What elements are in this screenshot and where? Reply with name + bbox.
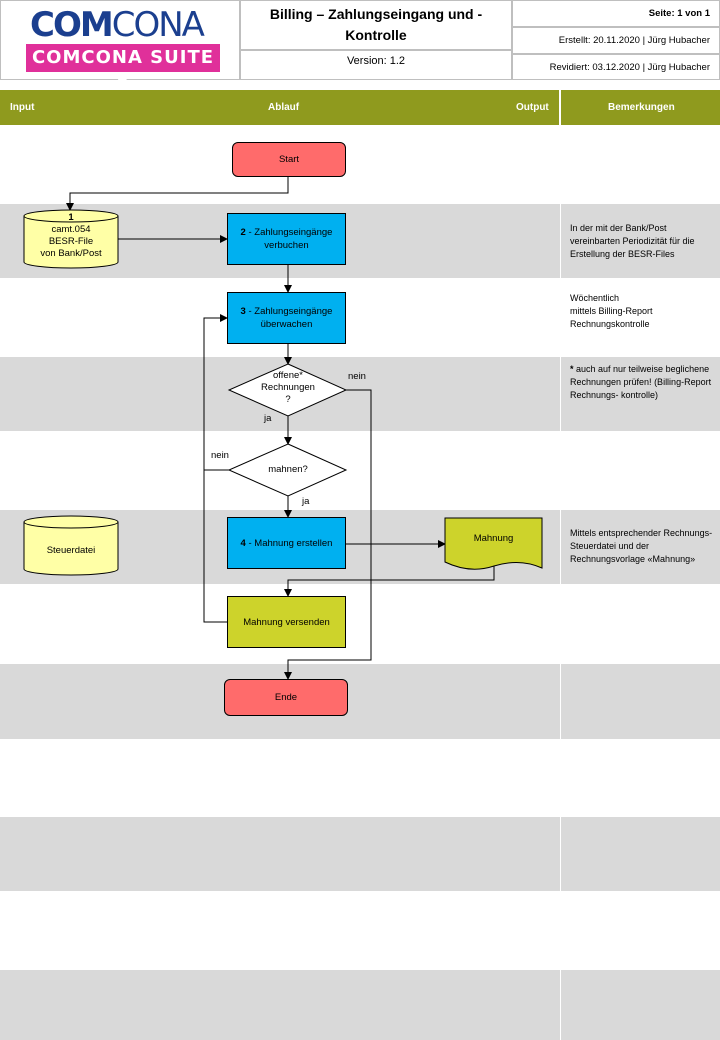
- row-band-12: [0, 970, 560, 1040]
- connector-send-to-loop: [203, 470, 227, 623]
- start-terminal: Start: [232, 142, 346, 177]
- datastore-steuerdatei: [23, 515, 119, 576]
- connector-output-to-send: [284, 566, 495, 597]
- created-info: Erstellt: 20.11.2020 | Jürg Hubacher: [558, 35, 710, 46]
- connector-decision1-no: [284, 389, 372, 680]
- end-terminal: Ende: [224, 679, 348, 716]
- decision-remind: [227, 443, 348, 497]
- page-cell: [512, 0, 720, 27]
- remark-band-12: [561, 970, 720, 1040]
- input-datastore-label: 1 camt.054 BESR-File von Bank/Post: [40, 212, 102, 259]
- column-process: Ablauf: [268, 102, 300, 113]
- remark-step1: In der mit der Bank/Post vereinbarten Pe…: [570, 223, 695, 259]
- output-document-label: Mahnung: [473, 533, 514, 544]
- column-remarks: Bemerkungen: [608, 102, 675, 113]
- remark-band-2: [561, 204, 720, 278]
- remark-band-10: [561, 817, 720, 891]
- decision1-yes-label: ja: [264, 413, 272, 424]
- connector-decision2-no: [203, 314, 229, 471]
- decision2-yes-label: ja: [302, 496, 310, 507]
- decision1-label: offene* Rechnungen ?: [261, 370, 315, 405]
- page-number: Seite: 1 von 1: [648, 8, 710, 19]
- remark-step4: Mittels entsprechender Rechnungs-Steuerd…: [570, 528, 713, 564]
- remarks-column-divider: [560, 125, 561, 1040]
- steuerdatei-label: Steuerdatei: [46, 545, 96, 556]
- datastore-input: [23, 209, 119, 269]
- row-band-10: [0, 817, 560, 891]
- comcona-logo: COMCONA: [30, 5, 205, 45]
- decision1-no-label: nein: [348, 371, 366, 382]
- revised-info: Revidiert: 03.12.2020 | Jürg Hubacher: [549, 62, 710, 73]
- column-output: Output: [516, 102, 549, 113]
- comcona-suite-logo: COMCONA SUITE 5: [26, 44, 220, 96]
- decision-open-invoices: [227, 363, 348, 417]
- column-header-bar: [0, 90, 720, 125]
- revised-cell: [512, 54, 720, 80]
- remark-band-8: [561, 664, 720, 739]
- version-cell: [240, 50, 512, 80]
- document-mahnung: [444, 517, 543, 570]
- decision2-label: mahnen?: [268, 464, 308, 475]
- title-cell: [240, 0, 512, 50]
- send-reminder-process: Mahnung versenden: [227, 596, 346, 648]
- remark-band-4: [561, 357, 720, 431]
- remark-band-6: [561, 510, 720, 584]
- remark-step3: Wöchentlich mittels Billing-Report Rechn…: [570, 293, 653, 329]
- remark-decision: * auch auf nur teilweise beglichene Rech…: [570, 364, 712, 400]
- document-version: Version: 1.2: [346, 55, 406, 67]
- column-input: Input: [10, 102, 35, 113]
- column-divider: [559, 90, 561, 125]
- connector-start-to-input: [66, 177, 289, 211]
- step4-process: 4 - Mahnung erstellen: [227, 517, 346, 569]
- created-cell: [512, 27, 720, 54]
- document-title: Billing – Zahlungseingang und - Kontroll…: [269, 6, 483, 43]
- decision2-no-label: nein: [211, 450, 229, 461]
